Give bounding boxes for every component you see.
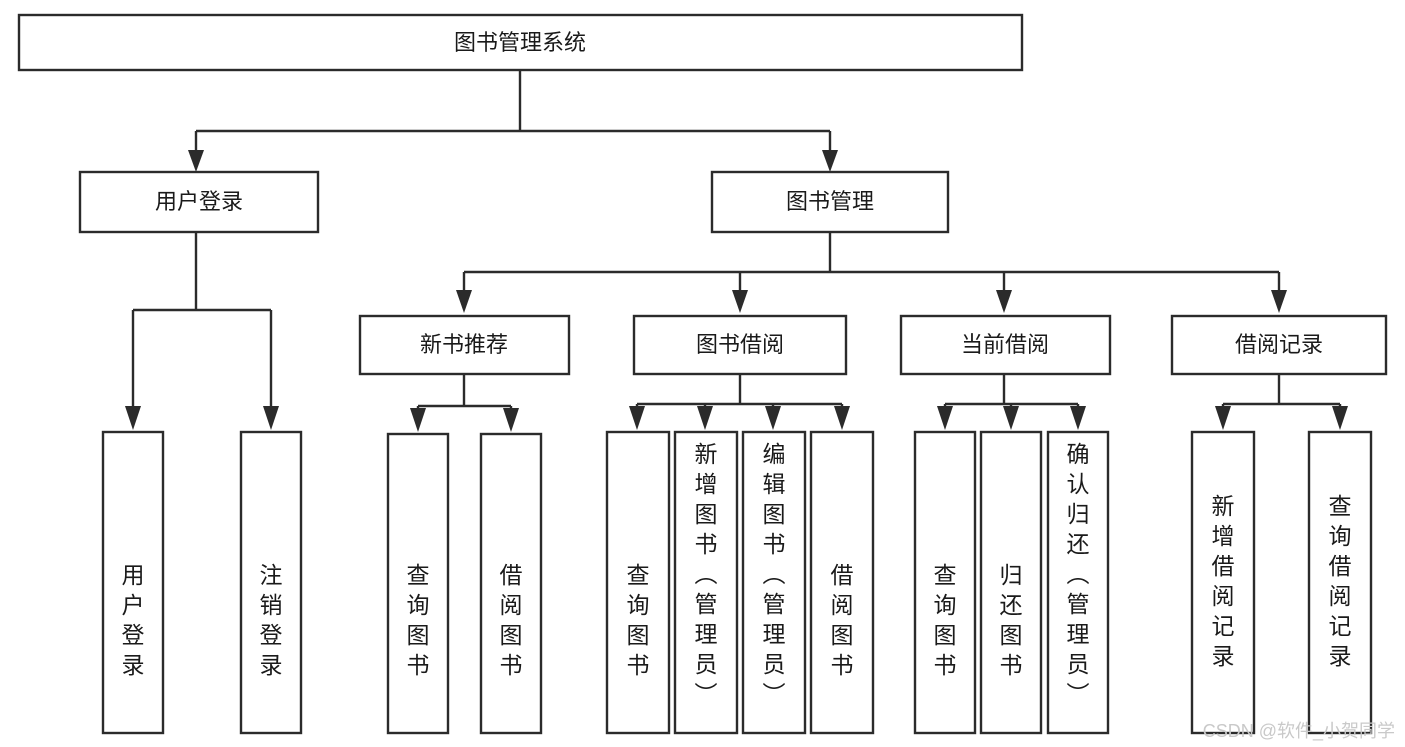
node-book-management-box[interactable]: [710, 170, 950, 234]
leaf-bookborrow-edit[interactable]: 编辑图书︵管理员︶: [741, 430, 807, 735]
leaf-user-login-logout-label: 注销登录: [260, 562, 283, 678]
arrow-head-newbook-leaf-1: [410, 408, 426, 432]
leaf-borrowrecord-add-box[interactable]: [1190, 430, 1256, 735]
leaf-user-login-logout-box[interactable]: [239, 430, 303, 735]
leaf-currentborrow-confirm[interactable]: 确认归还︵管理员︶: [1046, 430, 1110, 735]
leaf-bookborrow-add-box[interactable]: [673, 430, 739, 735]
arrow-head-leaf-logout: [263, 406, 279, 430]
leaf-bookborrow-query-box[interactable]: [605, 430, 671, 735]
node-root[interactable]: 图书管理系统: [17, 13, 1024, 72]
leaf-user-login-login[interactable]: 用户登录: [101, 430, 165, 735]
node-book-borrow[interactable]: 图书借阅: [632, 314, 848, 376]
leaf-bookborrow-edit-box[interactable]: [741, 430, 807, 735]
leaf-bookborrow-add[interactable]: 新增图书︵管理员︶: [673, 430, 739, 735]
node-borrow-record-box[interactable]: [1170, 314, 1388, 376]
csdn-watermark: CSDN @软件_小贺同学: [1202, 721, 1395, 741]
leaf-currentborrow-query-box[interactable]: [913, 430, 977, 735]
arrow-head-user-login: [188, 150, 204, 172]
node-user-login-label: 用户登录: [155, 189, 243, 214]
leaf-currentborrow-query-label: 查询图书: [934, 562, 957, 678]
arrow-head-currentborrow-leaf-3: [1070, 406, 1086, 430]
leaf-bookborrow-add-label: 新增图书︵管理员︶: [695, 441, 718, 707]
arrow-head-book-borrow: [732, 290, 748, 313]
arrow-head-newbook-leaf-2: [503, 408, 519, 432]
leaf-user-login-logout[interactable]: 注销登录: [239, 430, 303, 735]
arrow-head-new-book: [456, 290, 472, 313]
leaf-newbook-query-box[interactable]: [386, 432, 450, 735]
arrow-head-bookborrow-leaf-3: [765, 406, 781, 430]
arrow-head-borrow-record: [1271, 290, 1287, 313]
node-new-book-recommend-box[interactable]: [358, 314, 571, 376]
connector-layer: [125, 70, 1348, 432]
leaf-user-login-login-box[interactable]: [101, 430, 165, 735]
leaf-borrowrecord-query-label: 查询借阅记录: [1329, 493, 1352, 669]
node-root-label: 图书管理系统: [454, 30, 586, 55]
node-root-box[interactable]: [17, 13, 1024, 72]
arrow-head-currentborrow-leaf-1: [937, 406, 953, 430]
leaf-newbook-query-label: 查询图书: [407, 562, 430, 678]
leaf-currentborrow-confirm-box[interactable]: [1046, 430, 1110, 735]
node-current-borrow-label: 当前借阅: [961, 332, 1049, 357]
leaf-user-login-login-label: 用户登录: [122, 562, 145, 678]
leaf-bookborrow-query-label: 查询图书: [627, 562, 650, 678]
leaf-currentborrow-query[interactable]: 查询图书: [913, 430, 977, 735]
leaf-bookborrow-query[interactable]: 查询图书: [605, 430, 671, 735]
leaf-currentborrow-return[interactable]: 归还图书: [979, 430, 1043, 735]
node-current-borrow-box[interactable]: [899, 314, 1112, 376]
leaf-currentborrow-return-box[interactable]: [979, 430, 1043, 735]
leaf-currentborrow-return-label: 归还图书: [1000, 562, 1023, 678]
leaf-newbook-query[interactable]: 查询图书: [386, 432, 450, 735]
node-borrow-record[interactable]: 借阅记录: [1170, 314, 1388, 376]
arrow-head-bookborrow-leaf-2: [697, 406, 713, 430]
node-user-login-box[interactable]: [78, 170, 320, 234]
arrow-head-borrowrecord-leaf-2: [1332, 406, 1348, 430]
arrow-head-current-borrow: [996, 290, 1012, 313]
leaf-bookborrow-edit-label: 编辑图书︵管理员︶: [763, 441, 786, 707]
leaf-borrowrecord-add-label: 新增借阅记录: [1212, 493, 1235, 669]
leaf-newbook-borrow-label: 借阅图书: [500, 562, 523, 678]
leaf-borrowrecord-add[interactable]: 新增借阅记录: [1190, 430, 1256, 735]
node-borrow-record-label: 借阅记录: [1235, 332, 1323, 357]
node-new-book-recommend-label: 新书推荐: [420, 332, 508, 357]
arrow-head-borrowrecord-leaf-1: [1215, 406, 1231, 430]
arrow-head-bookborrow-leaf-4: [834, 406, 850, 430]
node-user-login[interactable]: 用户登录: [78, 170, 320, 234]
arrow-head-currentborrow-leaf-2: [1003, 406, 1019, 430]
leaf-bookborrow-borrow-box[interactable]: [809, 430, 875, 735]
node-book-management-label: 图书管理: [786, 189, 874, 214]
leaf-borrowrecord-query-box[interactable]: [1307, 430, 1373, 735]
leaf-bookborrow-borrow[interactable]: 借阅图书: [809, 430, 875, 735]
leaf-bookborrow-borrow-label: 借阅图书: [831, 562, 854, 678]
node-book-borrow-label: 图书借阅: [696, 332, 784, 357]
arrow-head-bookborrow-leaf-1: [629, 406, 645, 430]
leaf-newbook-borrow-box[interactable]: [479, 432, 543, 735]
leaf-currentborrow-confirm-label: 确认归还︵管理员︶: [1067, 441, 1090, 707]
node-book-borrow-box[interactable]: [632, 314, 848, 376]
leaf-borrowrecord-query[interactable]: 查询借阅记录: [1307, 430, 1373, 735]
arrow-head-leaf-user-login: [125, 406, 141, 430]
arrow-head-book-mgmt: [822, 150, 838, 172]
node-new-book-recommend[interactable]: 新书推荐: [358, 314, 571, 376]
leaf-newbook-borrow[interactable]: 借阅图书: [479, 432, 543, 735]
node-current-borrow[interactable]: 当前借阅: [899, 314, 1112, 376]
node-book-management[interactable]: 图书管理: [710, 170, 950, 234]
